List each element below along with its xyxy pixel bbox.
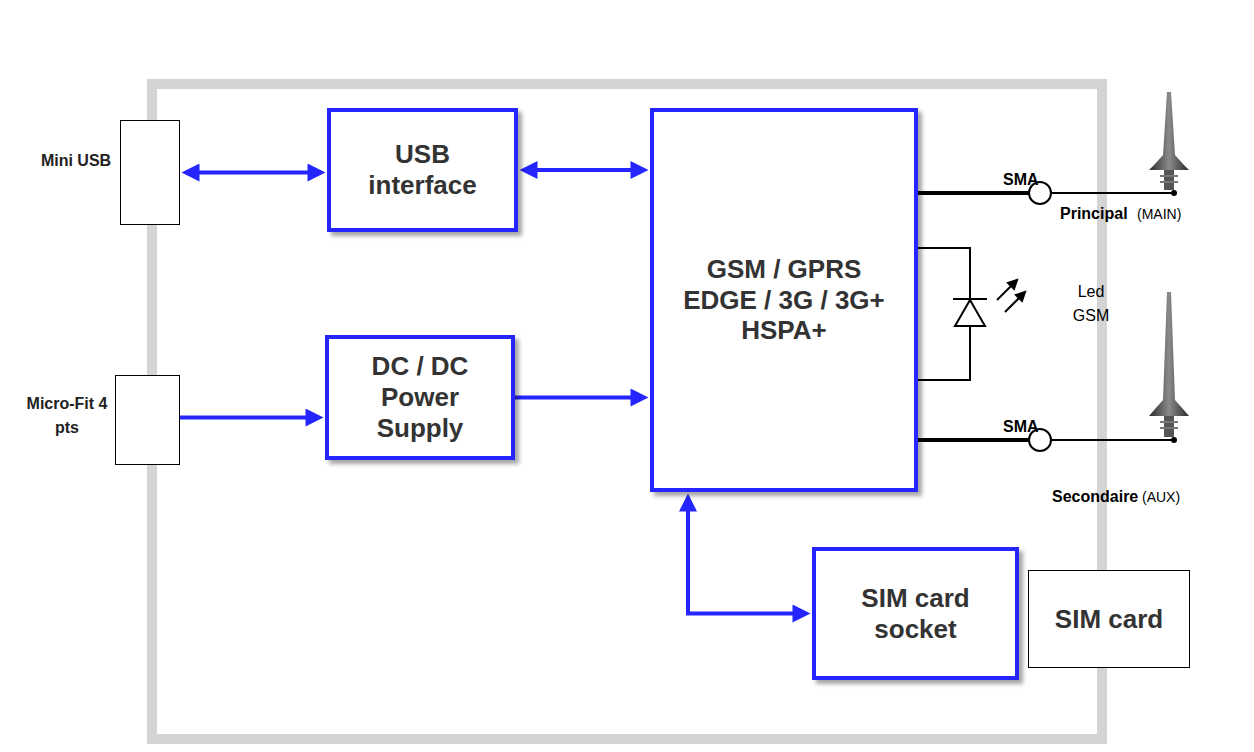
label-anchor: SMA xyxy=(1003,170,1039,189)
main-antenna xyxy=(918,92,1189,204)
antenna-label: Principal xyxy=(1060,204,1128,223)
process-box: DC / DC Power Supply xyxy=(325,335,515,460)
antenna-label: Secondaire xyxy=(1052,487,1138,506)
modem-box: GSM / GPRS EDGE / 3G / 3G+ HSPA+ xyxy=(650,108,918,492)
connector-label: SMA xyxy=(1003,417,1039,436)
process-box: USB interface xyxy=(327,108,518,232)
port-label: Mini USB xyxy=(39,149,113,173)
process-box: SIM card socket xyxy=(812,547,1019,680)
connector-label: SMA xyxy=(1003,170,1039,189)
box-label: GSM / GPRS EDGE / 3G / 3G+ HSPA+ xyxy=(678,254,890,346)
label-anchor: SMA xyxy=(1003,417,1039,436)
aux-antenna xyxy=(918,292,1189,451)
label-anchor: Secondaire xyxy=(1052,487,1138,506)
antenna-label: (MAIN) xyxy=(1137,206,1181,223)
box-label: SIM card xyxy=(1055,604,1163,635)
connector-port: Mini USB xyxy=(120,120,180,225)
box-label: DC / DC Power Supply xyxy=(345,351,495,443)
bus-arrow xyxy=(180,416,317,420)
box-label: SIM card socket xyxy=(851,583,981,644)
bus-arrow xyxy=(515,396,642,400)
label-anchor: (MAIN) xyxy=(1137,206,1181,223)
label-anchor: Principal xyxy=(1060,204,1128,223)
card-box: SIM card xyxy=(1028,570,1190,668)
label-anchor: (AUX) xyxy=(1142,489,1180,506)
antenna-label: (AUX) xyxy=(1142,489,1180,506)
box-label: USB interface xyxy=(348,139,498,200)
bus-arrow xyxy=(188,171,319,175)
connector-port: Micro-Fit 4 pts xyxy=(115,375,180,465)
bus-arrow xyxy=(688,500,804,614)
led-symbol xyxy=(918,248,1025,380)
label-anchor: Led GSM xyxy=(1068,280,1114,328)
housing-outline xyxy=(152,84,1102,739)
port-label: Micro-Fit 4 pts xyxy=(26,392,108,440)
led-label: Led GSM xyxy=(1068,280,1114,328)
bus-arrow xyxy=(526,168,642,172)
